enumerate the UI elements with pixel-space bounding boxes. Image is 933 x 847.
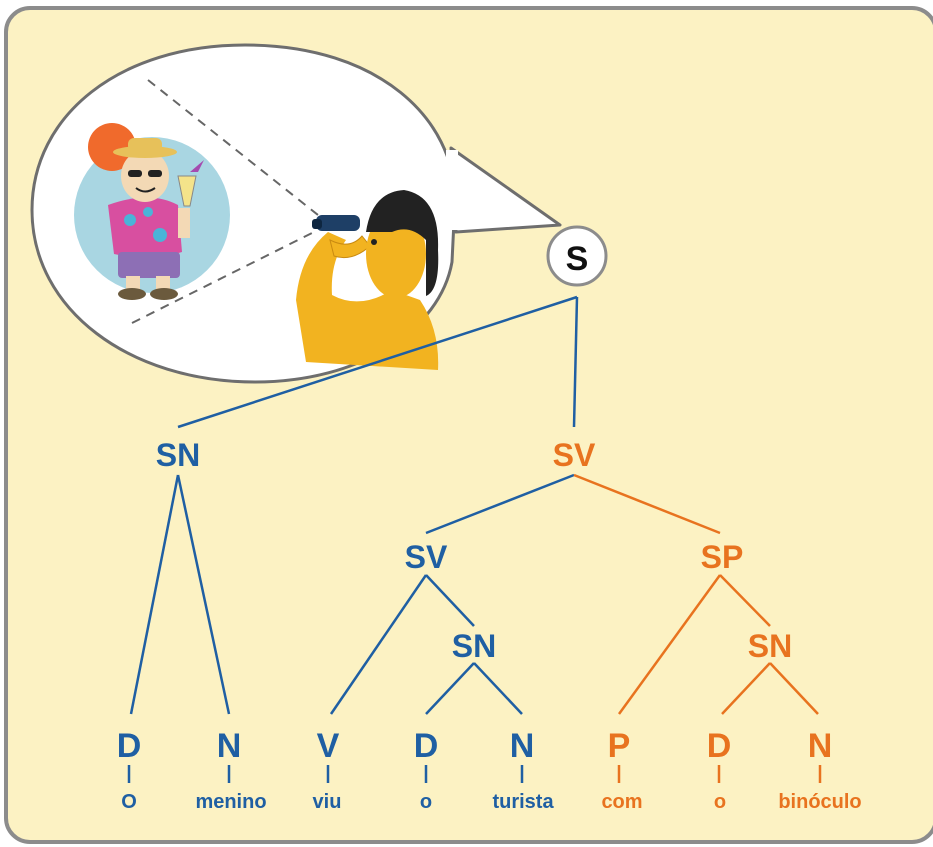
leaf-category: D (707, 727, 732, 765)
edge-snobj-n (473, 662, 523, 715)
leaf-category: N (808, 727, 833, 765)
illustration (74, 79, 439, 370)
edge-sp-sn (719, 574, 771, 627)
leaf-word: o (714, 791, 726, 813)
leaf-category: D (414, 727, 439, 765)
edge-sn-n (176, 474, 231, 715)
leaf-word: viu (313, 791, 342, 813)
edge-s-sv (572, 296, 579, 428)
leaf-category: D (117, 727, 142, 765)
edge-svinner-v (329, 574, 428, 715)
leaf-word: O (121, 791, 137, 813)
edge-snprep-d (721, 662, 771, 715)
edge-sn-d (129, 474, 180, 715)
node-sn-object: SN (452, 628, 496, 664)
node-sn-subject: SN (156, 437, 200, 473)
edge-svinner-sn (425, 574, 475, 627)
leaf-word: binóculo (778, 791, 861, 813)
leaf-category: P (608, 727, 631, 765)
boy-with-binoculars-icon (296, 190, 439, 370)
sight-line-top (147, 79, 319, 216)
edge-sv-svinner (425, 473, 575, 535)
leaf-category: N (510, 727, 535, 765)
leaf-word: menino (195, 791, 266, 813)
sight-line-bottom (131, 229, 319, 324)
node-sp: SP (701, 539, 744, 575)
edge-snprep-n (769, 662, 819, 715)
edge-sv-sp (573, 473, 721, 535)
leaf-category: N (217, 727, 242, 765)
leaf-category: V (317, 727, 340, 765)
leaf-word: turista (492, 791, 554, 813)
edge-s-sn (177, 295, 578, 429)
node-sn-prep: SN (748, 628, 792, 664)
leaf-word: com (601, 791, 642, 813)
edge-snobj-d (425, 662, 475, 715)
tourist-icon (88, 123, 204, 300)
root-node-label: S (566, 240, 589, 278)
leaf-word: o (420, 791, 432, 813)
root-node-circle (546, 225, 608, 287)
node-sv-top: SV (553, 437, 596, 473)
node-sv-inner: SV (405, 539, 448, 575)
tree-edges (127, 295, 822, 783)
edge-sp-p (617, 574, 722, 715)
